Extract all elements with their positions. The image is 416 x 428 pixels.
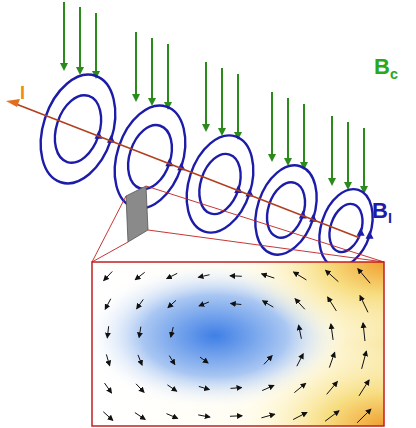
wire — [16, 104, 360, 238]
field-vector — [328, 297, 337, 311]
field-vector — [230, 387, 241, 389]
field-vector — [135, 413, 145, 420]
field-vector — [136, 384, 144, 392]
field-vector — [231, 303, 242, 305]
field-label: Bc — [374, 56, 398, 81]
external-field-arrow — [303, 104, 305, 168]
field-vector — [168, 300, 176, 307]
external-field-arrow — [135, 32, 137, 100]
external-field-arrow — [151, 38, 153, 104]
field-vector — [105, 299, 111, 309]
field-vector — [357, 409, 371, 423]
field-vector — [171, 327, 173, 337]
field-vector — [329, 352, 334, 367]
current-label: I — [20, 84, 25, 102]
external-field-arrow — [347, 122, 349, 188]
inset-panel — [92, 262, 384, 426]
field-vector — [137, 299, 144, 308]
external-field-arrows — [64, 2, 364, 192]
field-vector — [167, 273, 177, 278]
field-vector — [294, 272, 307, 280]
field-vector — [362, 351, 367, 369]
external-field-arrow — [79, 7, 81, 73]
external-field-arrow — [205, 62, 207, 130]
field-vector — [327, 382, 338, 395]
loop-arrowhead — [366, 231, 374, 239]
field-vector — [331, 324, 333, 340]
field-vector — [135, 272, 144, 279]
field-vector — [230, 275, 242, 277]
zoom-line — [146, 186, 384, 262]
field-vector — [200, 357, 208, 363]
field-vector — [326, 270, 339, 281]
field-vector — [138, 355, 142, 365]
loop-arrowhead — [357, 228, 365, 236]
field-vector — [198, 275, 209, 278]
field-vector — [299, 325, 302, 339]
field-vector — [363, 323, 365, 341]
external-field-arrow — [63, 2, 65, 69]
field-loop — [324, 200, 369, 257]
external-field-arrow — [221, 68, 223, 134]
field-vector — [261, 414, 274, 418]
field-vector — [105, 383, 112, 393]
field-vector — [230, 415, 242, 417]
field-vector — [293, 412, 307, 419]
field-loops — [28, 65, 382, 274]
field-vector — [166, 414, 177, 419]
field-vector — [262, 385, 274, 390]
field-vector — [198, 415, 210, 417]
field-vector — [199, 386, 209, 389]
field-label: BI — [372, 200, 392, 225]
current-arrowhead — [6, 99, 20, 107]
external-field-arrow — [237, 74, 239, 138]
field-vector — [360, 296, 368, 313]
zoom-line — [92, 242, 128, 262]
field-vector — [139, 327, 141, 338]
vector-field — [103, 269, 371, 423]
external-field-arrow — [271, 92, 273, 160]
field-vector — [325, 411, 339, 421]
field-vector — [106, 354, 109, 365]
field-vector — [167, 385, 176, 391]
field-vector — [262, 274, 275, 278]
field-vector — [294, 383, 305, 392]
external-field-arrow — [95, 13, 97, 77]
external-field-arrow — [331, 116, 333, 184]
field-vector — [169, 356, 174, 365]
field-vector — [297, 354, 303, 366]
field-vector — [104, 271, 112, 280]
external-field-arrow — [363, 128, 365, 192]
zoom-line — [148, 230, 384, 262]
external-field-arrow — [167, 44, 169, 108]
field-vector — [358, 269, 370, 284]
field-vector — [103, 412, 112, 421]
field-vector — [263, 301, 274, 307]
sample-plane — [126, 186, 148, 242]
field-vector — [359, 380, 369, 396]
field-vector — [107, 326, 108, 337]
field-vector — [264, 356, 272, 365]
field-vector — [199, 302, 209, 306]
field-vector — [295, 299, 305, 310]
external-field-arrow — [287, 98, 289, 164]
